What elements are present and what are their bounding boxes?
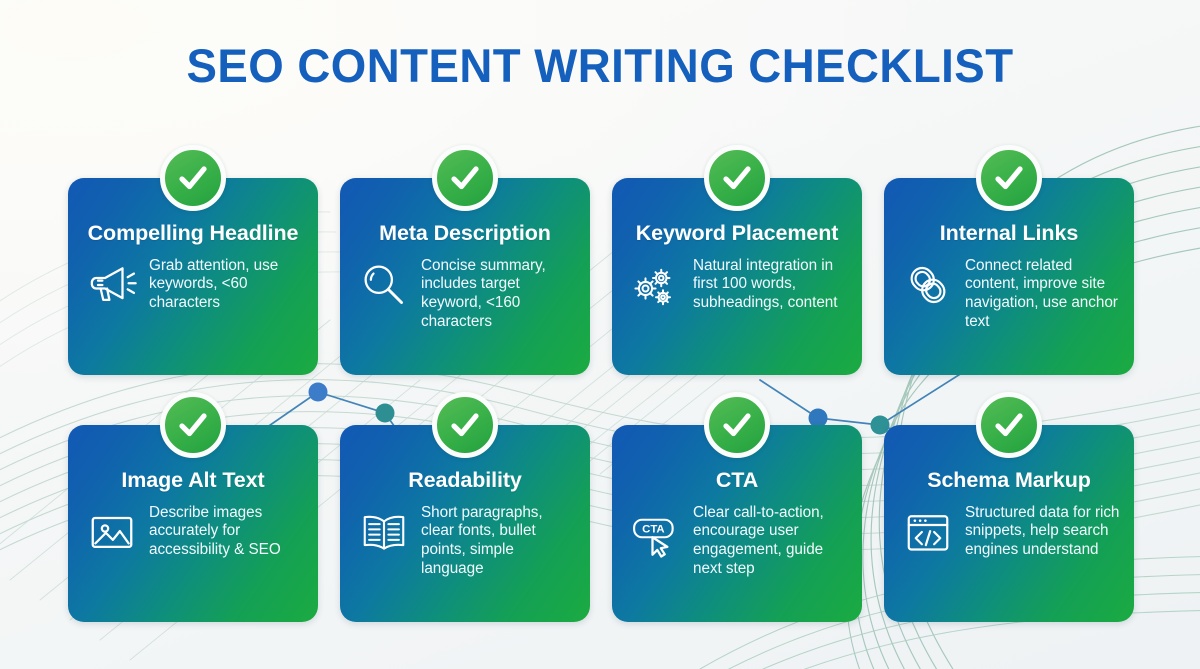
cta-icon-label: CTA: [642, 523, 665, 535]
chain-link-icon: [900, 257, 956, 313]
checklist-item-cta[interactable]: CTA CTA Clear call-to-action, encourage …: [612, 392, 862, 622]
card-title: Meta Description: [379, 221, 551, 245]
card-title: CTA: [715, 468, 759, 492]
check-icon: [451, 166, 479, 190]
check-icon: [995, 166, 1023, 190]
card-description: Connect related content, improve site na…: [965, 256, 1118, 330]
check-icon: [179, 166, 207, 190]
check-badge: [432, 392, 498, 458]
card-content: Structured data for rich snippets, help …: [898, 503, 1120, 560]
check-badge: [432, 145, 498, 211]
checklist-item-keyword-placement[interactable]: Keyword Placement: [612, 145, 862, 375]
gears-icon: [628, 257, 684, 313]
card-content: Natural integration in first 100 words, …: [626, 256, 848, 313]
check-icon: [179, 413, 207, 437]
card-title: Schema Markup: [927, 468, 1091, 492]
check-badge: [704, 145, 770, 211]
code-window-icon: [900, 504, 956, 560]
card-description: Structured data for rich snippets, help …: [965, 503, 1120, 559]
image-icon: [84, 504, 140, 560]
check-icon: [723, 413, 751, 437]
cta-button-cursor-icon: CTA: [628, 504, 684, 560]
megaphone-icon: [84, 257, 140, 313]
card-title: Internal Links: [939, 221, 1079, 245]
checklist-item-schema-markup[interactable]: Schema Markup Structured data for rich s…: [884, 392, 1134, 622]
card-description: Concise summary, includes target keyword…: [421, 256, 546, 330]
card-description: Clear call-to-action, encourage user eng…: [693, 503, 824, 577]
check-badge: [976, 392, 1042, 458]
card-body-internal-links[interactable]: Internal Links Connect related content, …: [884, 178, 1134, 375]
card-body-readability[interactable]: Readability Short paragraphs, clear font…: [340, 425, 590, 622]
magnifier-icon: [356, 257, 412, 313]
check-icon: [723, 166, 751, 190]
card-content: Grab attention, use keywords, <60 charac…: [82, 256, 304, 313]
checklist-item-image-alt-text[interactable]: Image Alt Text Describe images accuratel…: [68, 392, 318, 622]
card-body-image-alt-text[interactable]: Image Alt Text Describe images accuratel…: [68, 425, 318, 622]
page-title: SEO CONTENT WRITING CHECKLIST: [186, 39, 1014, 92]
card-title: Compelling Headline: [87, 221, 299, 245]
check-badge: [704, 392, 770, 458]
checklist-grid: Compelling Headline Grab attention, use …: [68, 145, 1134, 622]
check-badge: [160, 392, 226, 458]
checklist-item-meta-description[interactable]: Meta Description Concise summary, includ…: [340, 145, 590, 375]
check-badge: [160, 145, 226, 211]
checklist-item-compelling-headline[interactable]: Compelling Headline Grab attention, use …: [68, 145, 318, 375]
checklist-item-internal-links[interactable]: Internal Links Connect related content, …: [884, 145, 1134, 375]
card-content: Connect related content, improve site na…: [898, 256, 1120, 332]
card-title: Image Alt Text: [121, 468, 265, 492]
card-content: Short paragraphs, clear fonts, bullet po…: [354, 503, 576, 579]
check-icon: [451, 413, 479, 437]
card-description: Describe images accurately for accessibi…: [149, 503, 281, 559]
card-content: Describe images accurately for accessibi…: [82, 503, 304, 560]
card-content: Concise summary, includes target keyword…: [354, 256, 576, 332]
card-description: Grab attention, use keywords, <60 charac…: [149, 256, 279, 312]
checklist-item-readability[interactable]: Readability Short paragraphs, clear font…: [340, 392, 590, 622]
open-book-icon: [356, 504, 412, 560]
card-title: Keyword Placement: [635, 221, 839, 245]
card-content: CTA Clear call-to-action, encourage user…: [626, 503, 848, 579]
check-icon: [995, 413, 1023, 437]
card-description: Short paragraphs, clear fonts, bullet po…: [421, 503, 543, 577]
card-body-meta-description[interactable]: Meta Description Concise summary, includ…: [340, 178, 590, 375]
card-title: Readability: [408, 468, 522, 492]
card-description: Natural integration in first 100 words, …: [693, 256, 838, 312]
check-badge: [976, 145, 1042, 211]
